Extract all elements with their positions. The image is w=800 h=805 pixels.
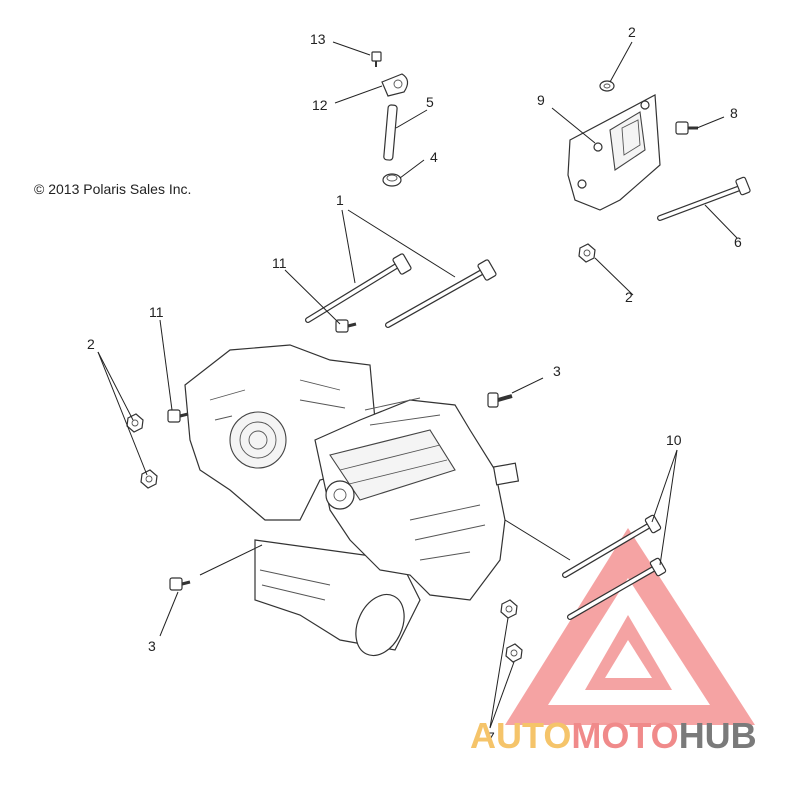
bolt-10b xyxy=(567,557,667,620)
wordmark: AUTOMOTOHUB xyxy=(470,715,757,756)
callout-2-left: 2 xyxy=(87,336,95,352)
copyright-notice: © 2013 Polaris Sales Inc. xyxy=(34,181,192,197)
leader-lines xyxy=(97,41,738,729)
callout-2-right: 2 xyxy=(625,289,633,305)
wordmark-hub: HUB xyxy=(679,715,757,756)
callout-3-right: 3 xyxy=(553,363,561,379)
nut-2-left-a xyxy=(126,413,144,433)
callout-4: 4 xyxy=(430,149,438,165)
nut-7-b xyxy=(505,643,523,663)
wordmark-auto: AUTO xyxy=(470,715,571,756)
callout-2-top: 2 xyxy=(628,24,636,40)
bolt-8 xyxy=(675,121,698,135)
long-bolt-1b xyxy=(385,259,497,328)
mount-bracket-9 xyxy=(567,94,661,211)
callout-5: 5 xyxy=(426,94,434,110)
tube-5 xyxy=(383,104,398,161)
bolt-3-left xyxy=(169,577,191,591)
callout-10: 10 xyxy=(666,432,682,448)
nut-2-left-b xyxy=(140,469,158,489)
callout-labels: 1 2 2 2 3 3 4 5 6 7 8 9 10 11 11 12 13 xyxy=(87,24,742,745)
callout-3-left: 3 xyxy=(148,638,156,654)
nut-2-mid xyxy=(578,243,596,263)
callout-11-top: 11 xyxy=(272,255,287,271)
callout-6: 6 xyxy=(734,234,742,250)
bolt-3-right xyxy=(487,392,513,408)
callout-9: 9 xyxy=(537,92,545,108)
automotohub-wordmark: AUTOMOTOHUB xyxy=(470,715,757,756)
callout-7: 7 xyxy=(487,729,495,745)
automotohub-logo xyxy=(505,528,755,725)
nut-7-a xyxy=(500,599,518,619)
callout-12: 12 xyxy=(312,97,328,113)
callout-13: 13 xyxy=(310,31,326,47)
nut-2-top xyxy=(599,80,615,92)
bolt-11-top xyxy=(335,319,357,333)
screw-13 xyxy=(371,51,382,67)
callout-8: 8 xyxy=(730,105,738,121)
engine-crankcase xyxy=(184,344,520,657)
bolt-11-left xyxy=(167,409,189,423)
clip-12 xyxy=(381,73,409,97)
wordmark-moto: MOTO xyxy=(571,715,678,756)
callout-11-left: 11 xyxy=(149,304,164,320)
clamp-4 xyxy=(382,173,402,187)
long-bolt-1a xyxy=(305,253,412,323)
callout-1: 1 xyxy=(336,192,344,208)
bolt-6 xyxy=(657,176,751,221)
bolt-10a xyxy=(562,514,662,578)
